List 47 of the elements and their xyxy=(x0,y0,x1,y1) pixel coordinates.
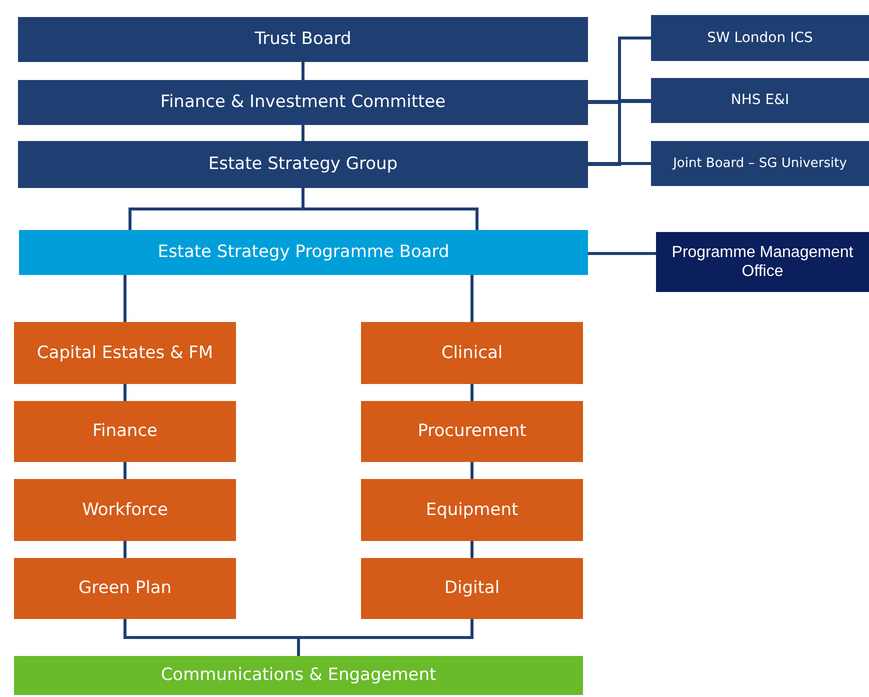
connector-line xyxy=(302,62,304,80)
connector-line xyxy=(124,462,126,479)
org-box xyxy=(14,322,236,384)
box-label: Communications & Engagement xyxy=(160,665,436,686)
connector-line xyxy=(128,186,478,232)
connector-line xyxy=(470,275,474,322)
connector-line xyxy=(124,384,126,401)
org-box xyxy=(14,558,236,619)
box-label: Estate Strategy Group xyxy=(208,154,398,175)
org-box xyxy=(651,15,869,61)
org-box xyxy=(18,17,588,62)
box-label: Programme Management Office xyxy=(670,242,854,282)
connector-line xyxy=(588,252,656,255)
org-box xyxy=(361,558,583,619)
org-box xyxy=(361,401,583,462)
org-box xyxy=(14,479,236,541)
box-label: SW London ICS xyxy=(707,30,813,46)
org-box xyxy=(18,141,588,188)
box-label: Finance & Investment Committee xyxy=(160,92,446,113)
org-box xyxy=(361,322,583,384)
box-label: Estate Strategy Programme Board xyxy=(158,242,450,263)
box-label: Digital xyxy=(444,578,500,599)
box-label: Joint Board – SG University xyxy=(673,156,847,172)
org-box xyxy=(656,232,869,292)
box-label: Trust Board xyxy=(254,29,352,50)
connector-line xyxy=(470,462,474,479)
org-box xyxy=(361,479,583,541)
org-box xyxy=(14,401,236,462)
connector-line xyxy=(124,541,126,558)
box-label: NHS E&I xyxy=(730,92,790,109)
box-label: Finance xyxy=(92,421,158,442)
connector-line xyxy=(470,384,474,401)
connector-line xyxy=(124,275,126,322)
org-box xyxy=(651,78,869,123)
org-box xyxy=(651,141,869,186)
org-box xyxy=(18,80,588,125)
box-label: Procurement xyxy=(418,421,526,442)
box-label: Clinical xyxy=(441,342,503,364)
connector-line xyxy=(297,619,474,656)
connector-line xyxy=(302,125,304,141)
box-label: Capital Estates & FM xyxy=(36,342,214,364)
org-box xyxy=(14,656,583,695)
org-box xyxy=(19,230,588,275)
box-label: Green Plan xyxy=(78,578,172,599)
connector-line xyxy=(470,541,474,558)
box-label: Workforce xyxy=(82,500,168,520)
box-label: Equipment xyxy=(426,500,518,520)
